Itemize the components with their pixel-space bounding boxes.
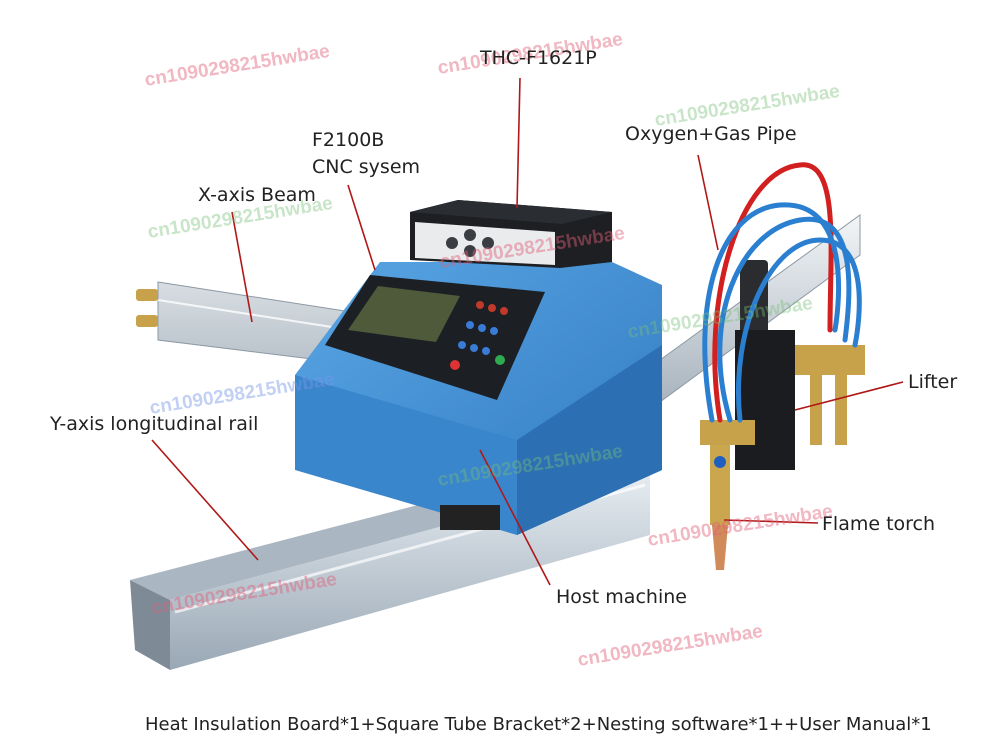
lifter-body bbox=[735, 330, 795, 470]
label-thc: THC-F1621P bbox=[480, 47, 597, 69]
label-host-machine: Host machine bbox=[556, 586, 687, 608]
pointer-y-rail bbox=[151, 439, 259, 561]
cnc-control-panel bbox=[325, 275, 545, 400]
thc-controller bbox=[410, 200, 612, 268]
flame-torch bbox=[700, 420, 755, 570]
label-cnc-model: F2100B bbox=[312, 129, 385, 151]
label-flame-torch: Flame torch bbox=[822, 513, 936, 535]
accessories-footer: Heat Insulation Board*1+Square Tube Brac… bbox=[145, 714, 932, 735]
label-x-beam: X-axis Beam bbox=[198, 184, 316, 206]
beam-fitting-top bbox=[136, 289, 158, 301]
label-lifter: Lifter bbox=[908, 371, 958, 393]
pointer-x-beam bbox=[231, 211, 253, 323]
pointer-torch bbox=[723, 519, 819, 524]
pointer-lifter bbox=[794, 381, 904, 411]
pointer-lines bbox=[151, 77, 904, 586]
pointer-oxygen bbox=[697, 154, 719, 251]
pointer-host bbox=[479, 449, 551, 586]
beam-fitting-bottom bbox=[136, 315, 158, 327]
label-cnc-system: CNC sysem bbox=[312, 156, 421, 178]
cnc-screen bbox=[348, 286, 460, 342]
gas-hoses bbox=[702, 162, 862, 423]
pointer-cnc bbox=[347, 184, 376, 271]
label-oxygen-pipe: Oxygen+Gas Pipe bbox=[625, 123, 797, 145]
pointer-thc bbox=[516, 77, 521, 209]
label-y-rail: Y-axis longitudinal rail bbox=[50, 413, 259, 435]
